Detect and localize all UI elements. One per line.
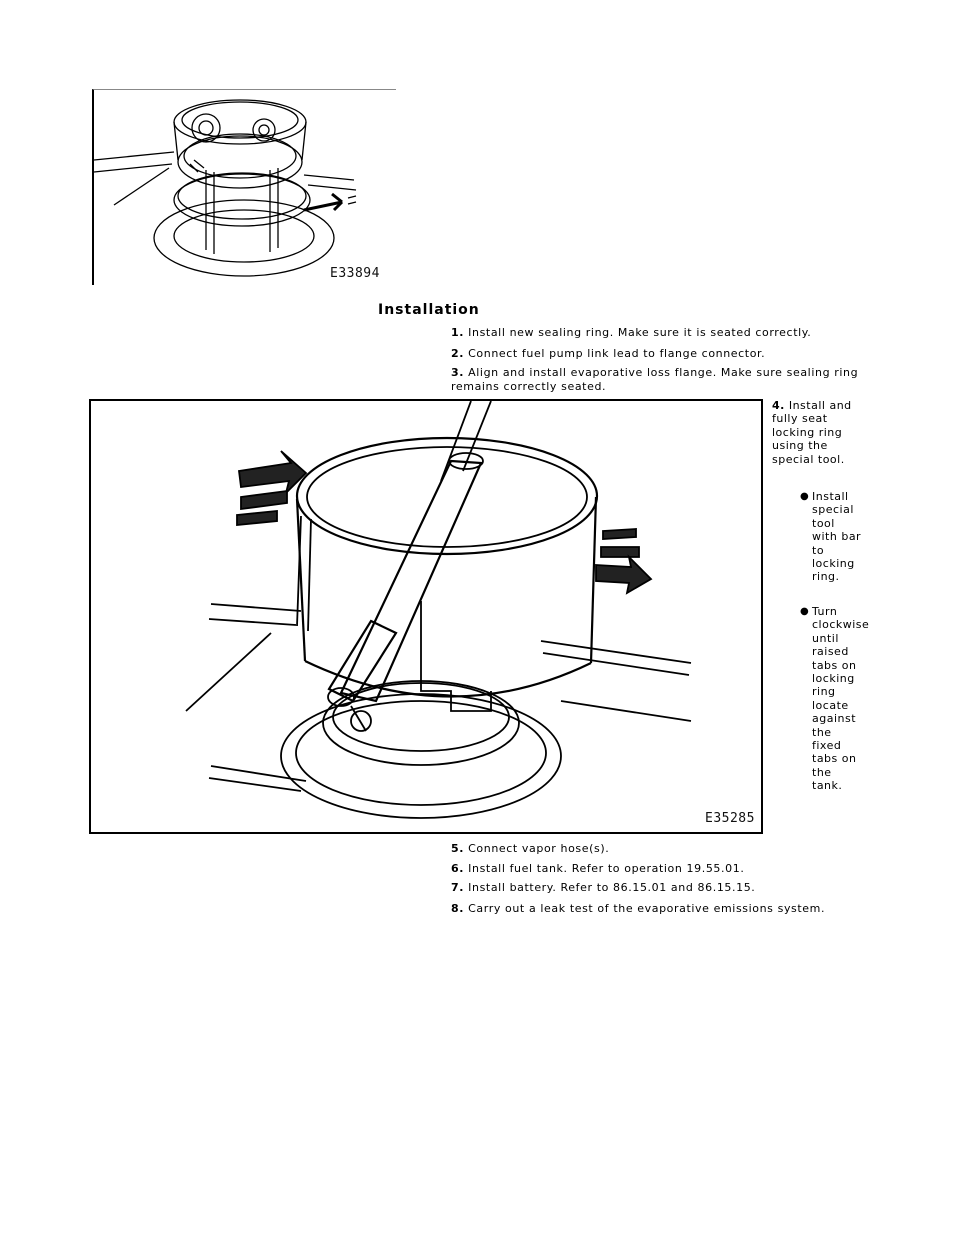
step-text: Install battery. Refer to 86.15.01 and 8… bbox=[468, 881, 756, 894]
step-3: 3. Align and install evaporative loss fl… bbox=[451, 366, 881, 394]
bullet-icon: ● bbox=[800, 605, 810, 617]
step-2: 2. Connect fuel pump link lead to flange… bbox=[451, 347, 765, 361]
step-5: 5. Connect vapor hose(s). bbox=[451, 842, 609, 856]
figure-id-label: E33894 bbox=[330, 266, 380, 281]
bullet-item: ● Turn clockwise until raised tabs on lo… bbox=[772, 605, 869, 793]
step-number: 3. bbox=[451, 366, 465, 379]
flange-assembly-drawing bbox=[94, 99, 357, 277]
step-4: 4. Install and fully seat locking ring u… bbox=[772, 399, 869, 793]
step-text: Connect fuel pump link lead to flange co… bbox=[468, 347, 766, 360]
figure-flange-assembly: E33894 bbox=[92, 89, 396, 285]
figure-locking-ring-tool: E35285 bbox=[89, 399, 763, 834]
step-number: 5. bbox=[451, 842, 465, 855]
section-heading: Installation bbox=[378, 302, 480, 318]
step-8: 8. Carry out a leak test of the evaporat… bbox=[451, 902, 825, 916]
step-text: Install new sealing ring. Make sure it i… bbox=[468, 326, 812, 339]
locking-ring-tool-drawing bbox=[185, 401, 692, 819]
step-1: 1. Install new sealing ring. Make sure i… bbox=[451, 326, 811, 340]
figure-id-label: E35285 bbox=[705, 811, 755, 826]
step-number: 1. bbox=[451, 326, 465, 339]
step-7: 7. Install battery. Refer to 86.15.01 an… bbox=[451, 881, 755, 895]
step-number: 6. bbox=[451, 862, 465, 875]
step-6: 6. Install fuel tank. Refer to operation… bbox=[451, 862, 744, 876]
step-4-main: 4. Install and fully seat locking ring u… bbox=[772, 399, 862, 466]
step-number: 8. bbox=[451, 902, 465, 915]
step-number: 2. bbox=[451, 347, 465, 360]
step-text: Connect vapor hose(s). bbox=[468, 842, 610, 855]
step-text: Install fuel tank. Refer to operation 19… bbox=[468, 862, 745, 875]
step-number: 4. bbox=[772, 399, 785, 412]
step-text: Align and install evaporative loss flang… bbox=[451, 366, 859, 393]
step-text: Install and fully seat locking ring usin… bbox=[772, 399, 852, 466]
step-text: Carry out a leak test of the evaporative… bbox=[468, 902, 826, 915]
bullet-text: Install special tool with bar to locking… bbox=[812, 490, 862, 584]
bullet-icon: ● bbox=[800, 491, 810, 503]
step-number: 7. bbox=[451, 881, 465, 894]
bullet-item: ● Install special tool with bar to locki… bbox=[772, 490, 862, 584]
bullet-text: Turn clockwise until raised tabs on lock… bbox=[812, 604, 870, 793]
